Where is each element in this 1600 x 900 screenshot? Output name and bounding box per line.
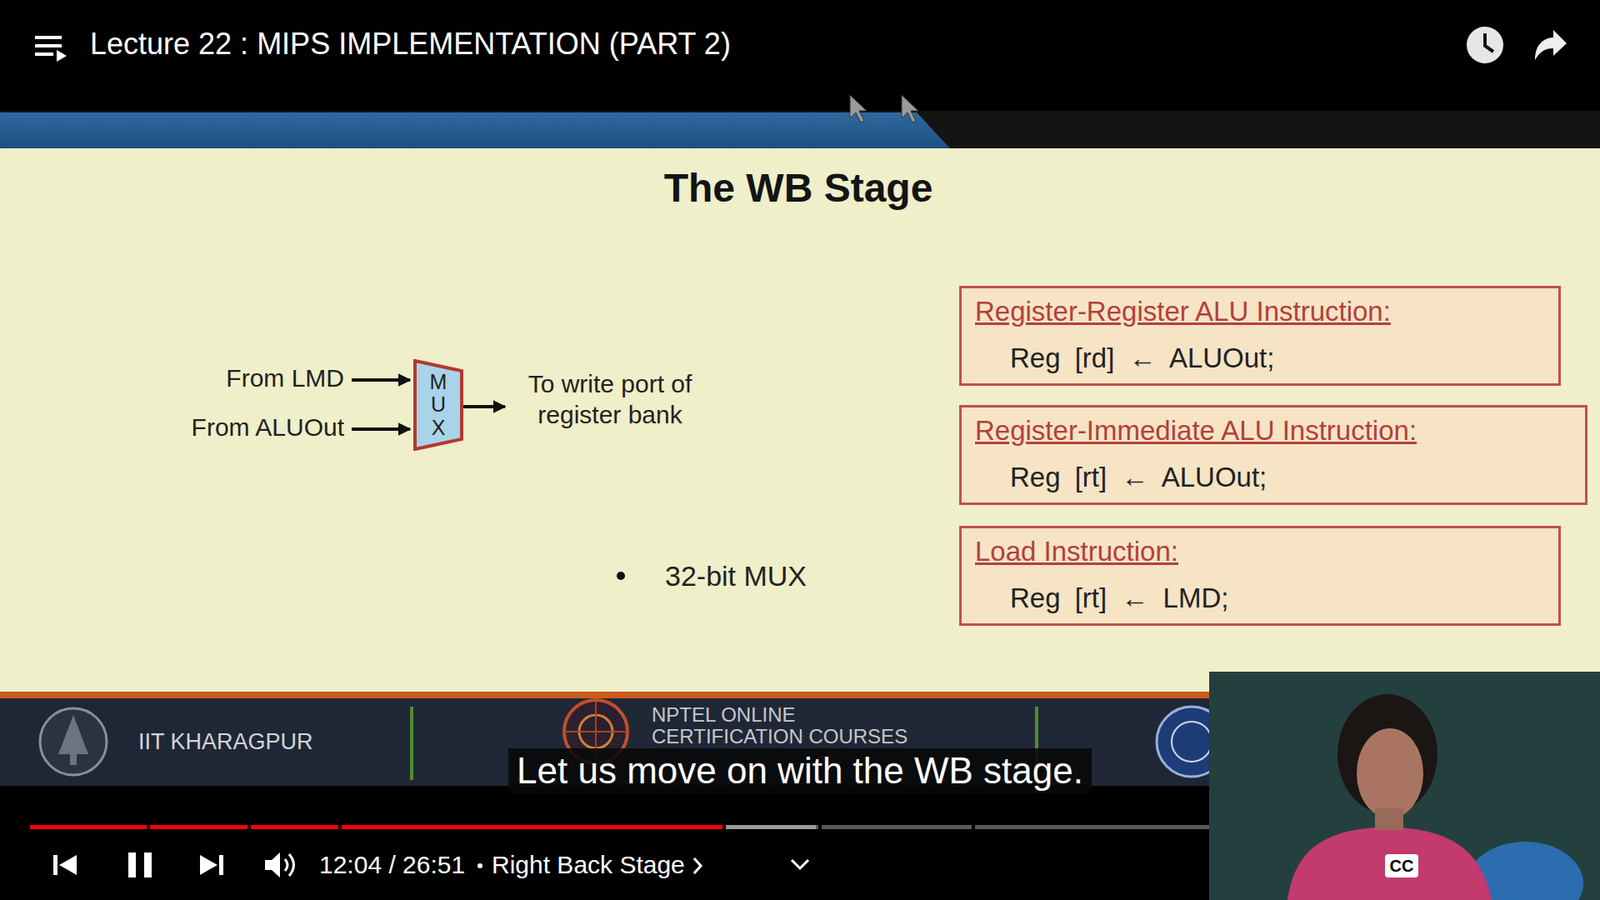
bullet-dot <box>616 571 625 580</box>
clock-icon <box>1466 26 1504 64</box>
mux-block: MUX <box>413 359 464 451</box>
webcam-overlay <box>1209 671 1600 900</box>
instruction-box: Load Instruction: Reg [rt] ← LMD; <box>959 525 1561 626</box>
instruction-box: Register-Register ALU Instruction: Reg [r… <box>959 285 1561 386</box>
box-body: Reg [rt] ← ALUOut; <box>1010 460 1565 495</box>
video-title: Lecture 22 : MIPS IMPLEMENTATION (PART 2… <box>90 26 731 62</box>
box-body: Reg [rd] ← ALUOut; <box>1010 341 1539 375</box>
mux-text: MUX <box>428 370 450 440</box>
box-heading: Register-Register ALU Instruction: <box>975 295 1539 329</box>
mux-outline <box>415 360 462 450</box>
bullet-text: 32-bit MUX <box>665 560 807 593</box>
cc-button: CC <box>1385 854 1419 878</box>
chapter-title: Right Back Stage <box>491 850 685 880</box>
time-display: 12:04 / 26:51 <box>319 850 465 880</box>
playlist-icon <box>35 35 67 62</box>
input-label: From LMD <box>125 364 345 393</box>
input-label: From ALUOut <box>100 413 345 442</box>
output-label: To write port of register bank <box>510 368 710 430</box>
mouse-cursors <box>850 95 919 123</box>
box-heading: Register-Immediate ALU Instruction: <box>975 414 1565 448</box>
share-icon <box>1535 30 1567 60</box>
chapter-chevron <box>691 855 704 876</box>
subtitle-caption: Let us move on with the WB stage. <box>508 748 1092 794</box>
footer-institute: IIT KHARAGPUR <box>138 729 314 755</box>
box-heading: Load Instruction: <box>975 535 1539 569</box>
iit-logo <box>40 708 107 775</box>
instruction-box: Register-Immediate ALU Instruction: Reg [… <box>959 405 1588 505</box>
footer-nptel: NPTEL ONLINE CERTIFICATION COURSES <box>651 704 935 748</box>
slide-title: The WB Stage <box>664 165 934 211</box>
box-body: Reg [rt] ← LMD; <box>1010 581 1539 615</box>
